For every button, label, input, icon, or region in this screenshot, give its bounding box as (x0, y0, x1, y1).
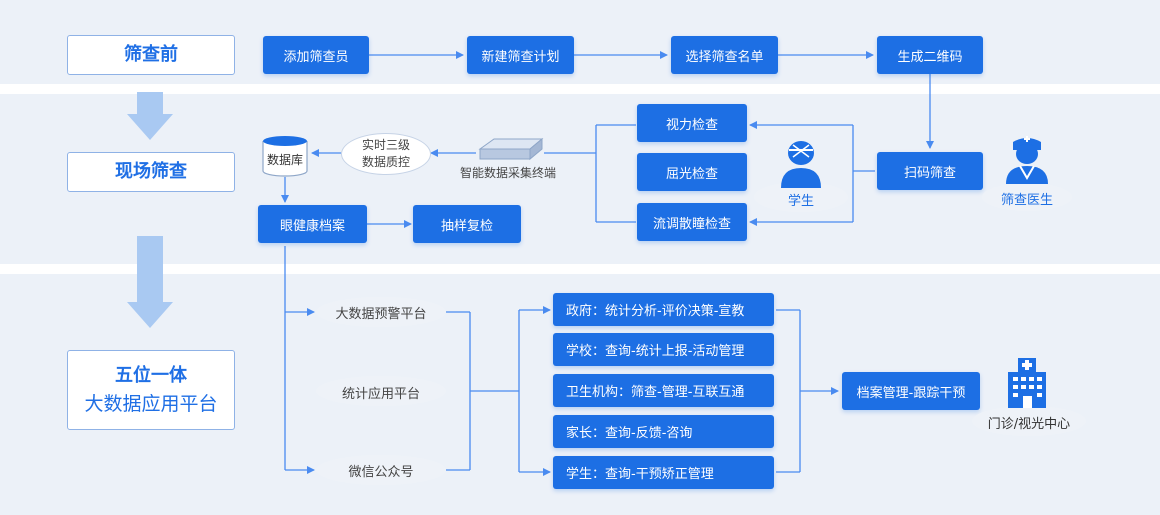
warning-platform-oval (316, 297, 446, 327)
sample-recheck-box: 抽样复检 (413, 205, 521, 243)
refraction-check-box: 屈光检查 (637, 153, 747, 191)
doctor-oval (982, 183, 1072, 211)
warning-platform-label: 大数据预警平台 (335, 307, 427, 322)
database-icon (262, 136, 308, 177)
doctor-label: 筛查医生 (1000, 193, 1053, 208)
vision-check-box: 视力检查 (637, 104, 747, 142)
stage-platform: 五位一体 大数据应用平台 (67, 350, 235, 430)
hospital-icon (1008, 358, 1046, 408)
quality-control-oval (341, 133, 431, 175)
stakeholder-school-box: 学校：查询-统计上报-活动管理 (553, 333, 774, 366)
new-plan-box: 新建筛查计划 (467, 36, 574, 74)
stats-platform-oval (316, 376, 446, 406)
clinic-label: 门诊/视光中心 (987, 417, 1071, 432)
wechat-platform-oval (316, 455, 446, 485)
database-label: 数据库 (266, 153, 303, 167)
data-terminal-icon (478, 137, 544, 161)
stakeholder-health-institution-box: 卫生机构：筛查-管理-互联互通 (553, 374, 774, 407)
archive-management-box: 档案管理-跟踪干预 (842, 372, 980, 410)
stakeholder-parent-box: 家长：查询-反馈-咨询 (553, 415, 774, 448)
stage-pre-screening: 筛查前 (67, 35, 235, 75)
stage-platform-label-1: 五位一体 (115, 365, 187, 386)
mydriasis-check-box: 流调散瞳检查 (637, 203, 747, 241)
add-screener-box: 添加筛查员 (263, 36, 369, 74)
scan-screening-box: 扫码筛查 (877, 152, 983, 190)
stage-platform-label-2: 大数据应用平台 (84, 393, 218, 415)
stakeholder-government-box: 政府：统计分析-评价决策-宣教 (553, 293, 774, 326)
stage-pre-screening-label: 筛查前 (124, 44, 178, 65)
eye-health-record-box: 眼健康档案 (258, 205, 367, 243)
doctor-icon (1006, 136, 1048, 184)
quality-control-label-2: 数据质控 (361, 155, 410, 169)
clinic-oval (972, 406, 1086, 436)
stage-onsite-label: 现场筛查 (115, 161, 187, 182)
wechat-platform-label: 微信公众号 (348, 465, 414, 480)
stats-platform-label: 统计应用平台 (341, 387, 420, 402)
stage-onsite: 现场筛查 (67, 152, 235, 192)
select-list-box: 选择筛查名单 (671, 36, 778, 74)
data-terminal-label: 智能数据采集终端 (459, 166, 556, 180)
student-label: 学生 (787, 194, 814, 209)
generate-qr-box: 生成二维码 (877, 36, 983, 74)
stakeholder-student-box: 学生：查询-干预矫正管理 (553, 456, 774, 489)
quality-control-label-1: 实时三级 (361, 138, 410, 152)
student-icon (781, 141, 821, 188)
